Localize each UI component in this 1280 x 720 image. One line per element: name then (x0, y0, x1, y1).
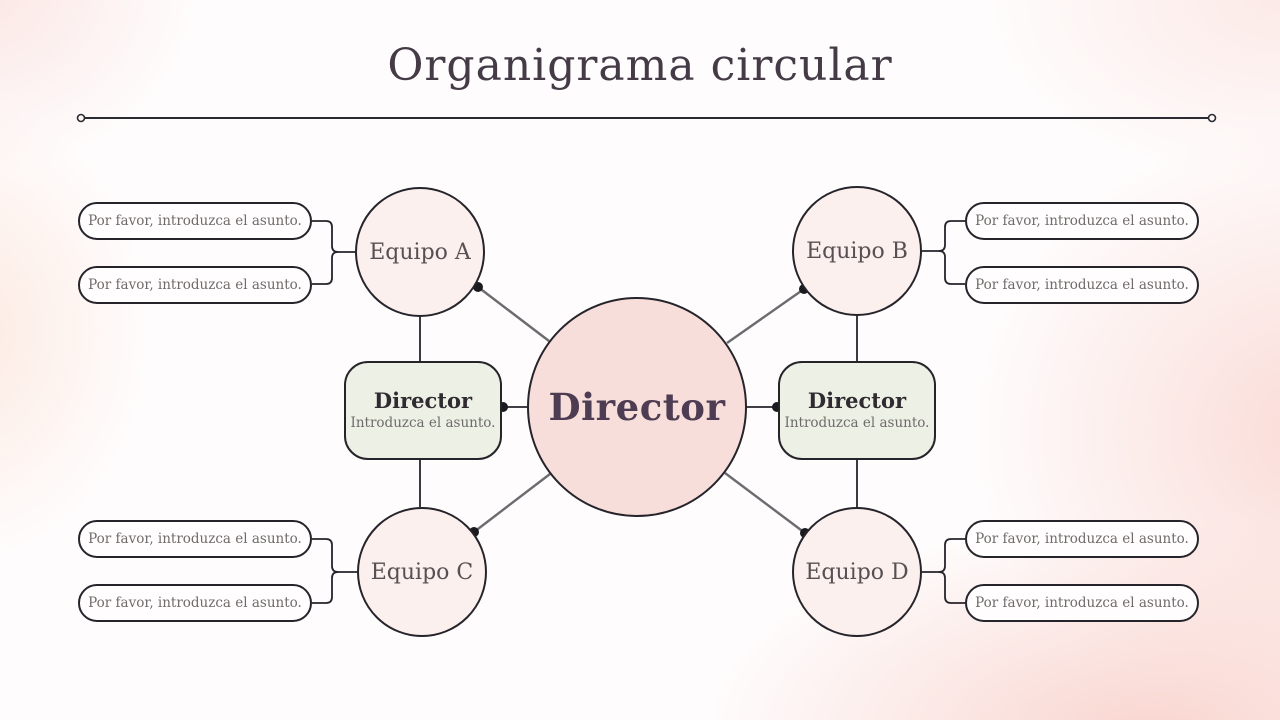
divider-end-dot-right (1207, 113, 1217, 123)
title-divider (76, 113, 1217, 123)
central-director-node[interactable]: Director (527, 297, 747, 517)
slide-title: Organigrama circular (387, 40, 893, 91)
note-pill-text: Por favor, introduzca el asunto. (88, 277, 302, 293)
note-pill-b1[interactable]: Por favor, introduzca el asunto. (965, 202, 1199, 240)
note-pill-text: Por favor, introduzca el asunto. (88, 213, 302, 229)
note-pill-a2[interactable]: Por favor, introduzca el asunto. (78, 266, 312, 304)
note-pill-c1[interactable]: Por favor, introduzca el asunto. (78, 520, 312, 558)
note-pill-text: Por favor, introduzca el asunto. (88, 531, 302, 547)
note-pill-text: Por favor, introduzca el asunto. (88, 595, 302, 611)
director-box-left[interactable]: Director Introduzca el asunto. (344, 361, 502, 460)
connector-notes-team-c (312, 538, 357, 604)
connector-notes-team-a (312, 220, 355, 285)
note-pill-d1[interactable]: Por favor, introduzca el asunto. (965, 520, 1199, 558)
director-box-subtitle: Introduzca el asunto. (350, 415, 496, 432)
note-pill-d2[interactable]: Por favor, introduzca el asunto. (965, 584, 1199, 622)
note-pill-b2[interactable]: Por favor, introduzca el asunto. (965, 266, 1199, 304)
director-box-subtitle: Introduzca el asunto. (784, 415, 930, 432)
note-pill-a1[interactable]: Por favor, introduzca el asunto. (78, 202, 312, 240)
connector-notes-team-b (922, 220, 965, 285)
note-pill-c2[interactable]: Por favor, introduzca el asunto. (78, 584, 312, 622)
note-pill-text: Por favor, introduzca el asunto. (975, 213, 1189, 229)
team-label: Equipo A (369, 239, 471, 265)
central-director-label: Director (548, 385, 726, 429)
connector-notes-team-d (922, 538, 965, 604)
team-node-equipo-a[interactable]: Equipo A (355, 187, 485, 317)
team-label: Equipo B (806, 238, 908, 264)
director-box-right[interactable]: Director Introduzca el asunto. (778, 361, 936, 460)
director-box-title: Director (807, 388, 907, 414)
team-label: Equipo C (370, 559, 474, 585)
team-label: Equipo D (805, 559, 909, 585)
director-box-title: Director (373, 388, 473, 414)
connector-team-center-diagonals (473, 286, 806, 534)
team-node-equipo-b[interactable]: Equipo B (792, 186, 922, 316)
note-pill-text: Por favor, introduzca el asunto. (975, 531, 1189, 547)
connector-team-box-vertical (419, 316, 858, 507)
team-node-equipo-c[interactable]: Equipo C (357, 507, 487, 637)
team-node-equipo-d[interactable]: Equipo D (792, 507, 922, 637)
note-pill-text: Por favor, introduzca el asunto. (975, 595, 1189, 611)
divider-end-dot-left (76, 113, 86, 123)
note-pill-text: Por favor, introduzca el asunto. (975, 277, 1189, 293)
